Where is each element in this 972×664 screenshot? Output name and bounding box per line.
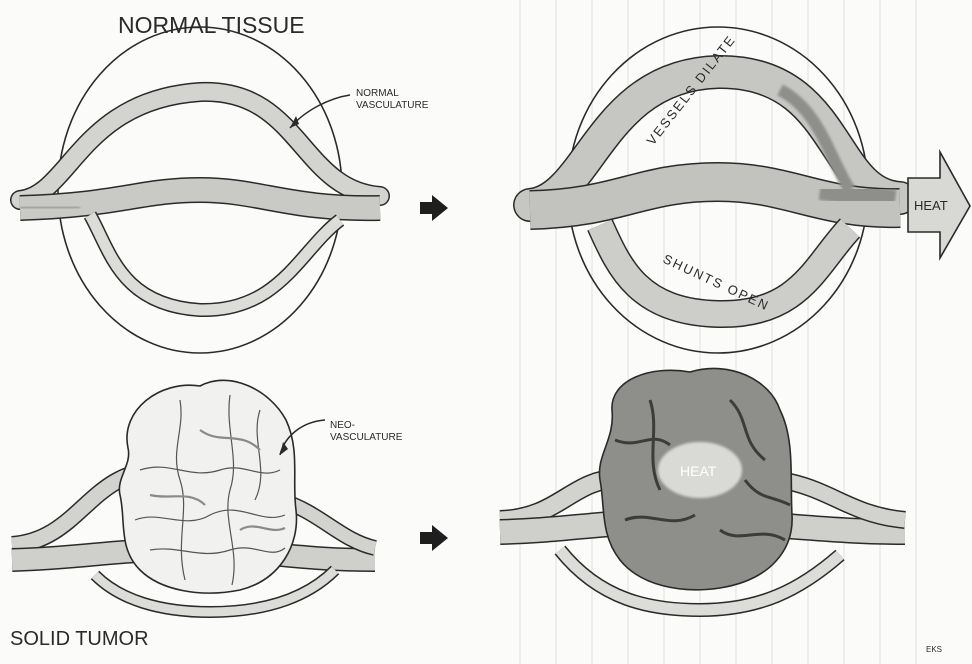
solid-tumor-panel: SOLID TUMOR NEO- VASCULATURE bbox=[10, 380, 403, 650]
solid-tumor-mass bbox=[119, 380, 296, 593]
normal-vasculature-pointer bbox=[290, 95, 350, 128]
artist-signature: EKS bbox=[926, 645, 942, 654]
heated-tumor-label: HEAT bbox=[680, 463, 717, 479]
normal-vasculature-label-2: VASCULATURE bbox=[356, 100, 429, 111]
block-arrow-icon: HEAT bbox=[908, 152, 970, 258]
heat-arrow-label: HEAT bbox=[914, 198, 948, 213]
normal-tissue-title: NORMAL TISSUE bbox=[118, 12, 305, 38]
right-arrow-icon bbox=[420, 525, 448, 551]
neo-vasculature-label-2: VASCULATURE bbox=[330, 432, 403, 443]
normal-tissue-panel: NORMAL TISSUE NORMAL VASCULATURE bbox=[20, 12, 429, 353]
right-arrow-icon bbox=[420, 195, 448, 221]
normal-lower-vessel bbox=[90, 215, 340, 310]
neo-vasculature-label-1: NEO- bbox=[330, 420, 355, 431]
solid-tumor-title: SOLID TUMOR bbox=[10, 628, 149, 650]
normal-vasculature-label-1: NORMAL bbox=[356, 88, 399, 99]
